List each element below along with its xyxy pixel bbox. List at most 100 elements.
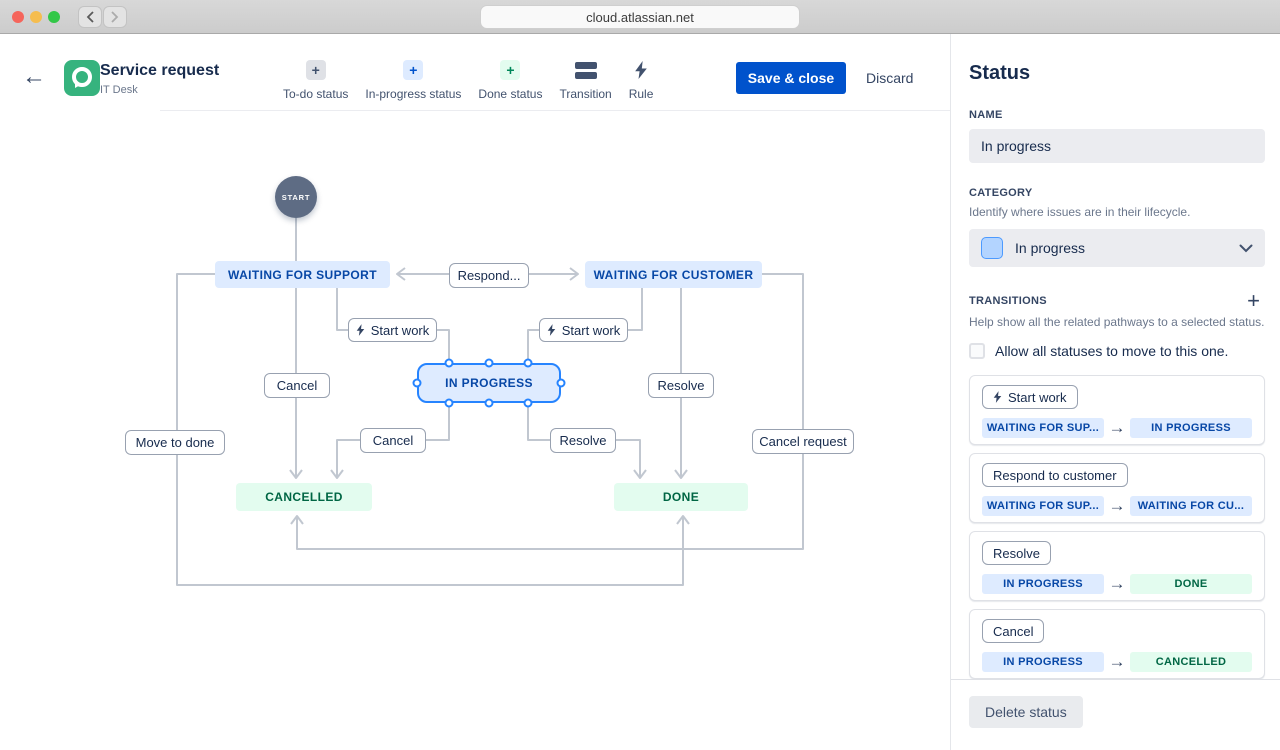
plus-icon: + xyxy=(305,60,326,80)
transition-chip-label: Respond to customer xyxy=(993,467,1117,483)
transition-label-text: Resolve xyxy=(559,433,607,448)
browser-back-button[interactable] xyxy=(78,6,102,28)
selection-handle-top-mid[interactable] xyxy=(484,358,494,368)
from-status-lozenge: IN PROGRESS xyxy=(982,652,1104,672)
toolbar-add-transition[interactable]: Transition xyxy=(559,60,612,101)
toolbar-add-todo-status[interactable]: + To-do status xyxy=(283,60,348,101)
transition-chip-label: Start work xyxy=(1008,389,1067,405)
toolbar-item-label: Rule xyxy=(628,87,654,101)
selection-handle-right[interactable] xyxy=(556,378,566,388)
selection-handle-top-right[interactable] xyxy=(523,358,533,368)
transition-label-move-to-done[interactable]: Move to done xyxy=(125,430,225,455)
toolbar-item-label: Transition xyxy=(559,87,612,101)
status-node-label: IN PROGRESS xyxy=(445,376,533,390)
category-selected-value: In progress xyxy=(1015,240,1086,256)
status-node-label: CANCELLED xyxy=(265,490,343,504)
back-button[interactable]: ← xyxy=(22,63,46,90)
name-field-label: NAME xyxy=(969,109,1003,121)
transition-label-cancel-center[interactable]: Cancel xyxy=(360,428,426,453)
address-bar[interactable]: cloud.atlassian.net xyxy=(480,5,800,29)
transition-label-respond[interactable]: Respond... xyxy=(449,263,529,288)
arrow-right-icon: → xyxy=(1108,574,1126,593)
arrow-right-icon: → xyxy=(1108,652,1126,671)
transition-card-resolve[interactable]: Resolve IN PROGRESS → DONE xyxy=(969,531,1265,601)
transition-card-start-work[interactable]: Start work WAITING FOR SUP... → IN PROGR… xyxy=(969,375,1265,445)
zoom-window-button[interactable] xyxy=(48,11,60,23)
discard-button[interactable]: Discard xyxy=(856,62,923,94)
allow-all-statuses-checkbox[interactable] xyxy=(969,343,985,359)
workflow-canvas[interactable]: START WAITING FOR SUPPORT WAITING FOR CU… xyxy=(0,34,950,750)
transition-chip-label: Cancel xyxy=(993,623,1034,639)
to-status-lozenge: WAITING FOR CU... xyxy=(1130,496,1252,516)
transition-label-cancel-left[interactable]: Cancel xyxy=(264,373,330,398)
transition-chip[interactable]: Respond to customer xyxy=(982,463,1128,487)
status-node-waiting-for-support[interactable]: WAITING FOR SUPPORT xyxy=(215,261,390,288)
close-window-button[interactable] xyxy=(12,11,24,23)
transition-label-cancel-request[interactable]: Cancel request xyxy=(752,429,854,454)
transition-chip[interactable]: Resolve xyxy=(982,541,1051,565)
to-status-lozenge: CANCELLED xyxy=(1130,652,1252,672)
selection-handle-left[interactable] xyxy=(412,378,422,388)
selection-handle-bottom-right[interactable] xyxy=(523,398,533,408)
delete-status-button[interactable]: Delete status xyxy=(969,696,1083,728)
toolbar-add-inprogress-status[interactable]: + In-progress status xyxy=(365,60,461,101)
lightning-icon xyxy=(629,60,653,80)
category-field-label: CATEGORY xyxy=(969,187,1033,199)
transition-label-start-work-left[interactable]: Start work xyxy=(348,318,437,342)
status-node-in-progress-selected[interactable]: IN PROGRESS xyxy=(417,363,561,403)
transition-label-text: Cancel xyxy=(276,378,318,393)
transition-label-text: Respond... xyxy=(457,268,521,283)
to-status-lozenge: DONE xyxy=(1130,574,1252,594)
transition-chip[interactable]: Cancel xyxy=(982,619,1045,643)
allow-all-statuses-label: Allow all statuses to move to this one. xyxy=(995,343,1229,359)
toolbar-add-rule[interactable]: Rule xyxy=(628,60,654,101)
transition-label-start-work-right[interactable]: Start work xyxy=(539,318,628,342)
transition-bars-icon xyxy=(574,60,598,80)
transition-label-text: Start work xyxy=(561,322,621,338)
transition-label-resolve-center[interactable]: Resolve xyxy=(550,428,616,453)
status-node-cancelled[interactable]: CANCELLED xyxy=(236,483,372,511)
browser-forward-button[interactable] xyxy=(103,6,127,28)
status-node-label: WAITING FOR SUPPORT xyxy=(228,267,377,282)
toolbar-item-label: To-do status xyxy=(283,87,349,101)
toolbar-add-done-status[interactable]: + Done status xyxy=(478,60,542,101)
arrow-right-icon: → xyxy=(1108,418,1126,437)
page-subtitle: IT Desk xyxy=(100,84,138,96)
selection-handle-top-left[interactable] xyxy=(444,358,454,368)
from-status-lozenge: WAITING FOR SUP... xyxy=(982,496,1104,516)
panel-footer: Delete status xyxy=(951,679,1280,750)
category-field-desc: Identify where issues are in their lifec… xyxy=(969,205,1191,219)
transition-chip-label: Resolve xyxy=(993,545,1040,561)
editor-toolbar: + To-do status + In-progress status + Do… xyxy=(283,60,653,101)
selection-handle-bottom-mid[interactable] xyxy=(484,398,494,408)
selection-handle-bottom-left[interactable] xyxy=(444,398,454,408)
status-node-waiting-for-customer[interactable]: WAITING FOR CUSTOMER xyxy=(585,261,762,288)
category-select[interactable]: In progress xyxy=(969,229,1265,267)
lightning-icon xyxy=(993,391,1002,403)
browser-chrome: cloud.atlassian.net xyxy=(0,0,1280,34)
transition-card-list: Start work WAITING FOR SUP... → IN PROGR… xyxy=(969,375,1265,679)
transition-chip[interactable]: Start work xyxy=(982,385,1078,409)
transition-label-text: Cancel xyxy=(372,433,414,448)
transitions-section-label: TRANSITIONS xyxy=(969,295,1047,307)
save-and-close-button[interactable]: Save & close xyxy=(736,62,846,94)
transition-card-respond-to-customer[interactable]: Respond to customer WAITING FOR SUP... →… xyxy=(969,453,1265,523)
add-transition-button[interactable]: + xyxy=(1247,288,1260,313)
transition-label-text: Resolve xyxy=(657,378,705,393)
status-name-input[interactable] xyxy=(969,129,1265,163)
chevron-left-icon xyxy=(86,11,94,23)
editor-header: ← Service request IT Desk + To-do status… xyxy=(0,34,950,111)
transition-label-resolve-right[interactable]: Resolve xyxy=(648,373,714,398)
transition-card-cancel[interactable]: Cancel IN PROGRESS → CANCELLED xyxy=(969,609,1265,679)
address-bar-url: cloud.atlassian.net xyxy=(586,9,694,25)
arrow-right-icon: → xyxy=(1108,496,1126,515)
status-panel: Status NAME CATEGORY Identify where issu… xyxy=(950,34,1280,750)
minimize-window-button[interactable] xyxy=(30,11,42,23)
plus-icon: + xyxy=(500,60,521,80)
lightning-icon xyxy=(356,324,365,336)
status-node-label: DONE xyxy=(662,490,700,504)
start-node-label: START xyxy=(281,192,311,202)
start-node[interactable]: START xyxy=(275,176,317,218)
lightning-icon xyxy=(547,324,556,336)
status-node-done[interactable]: DONE xyxy=(614,483,748,511)
